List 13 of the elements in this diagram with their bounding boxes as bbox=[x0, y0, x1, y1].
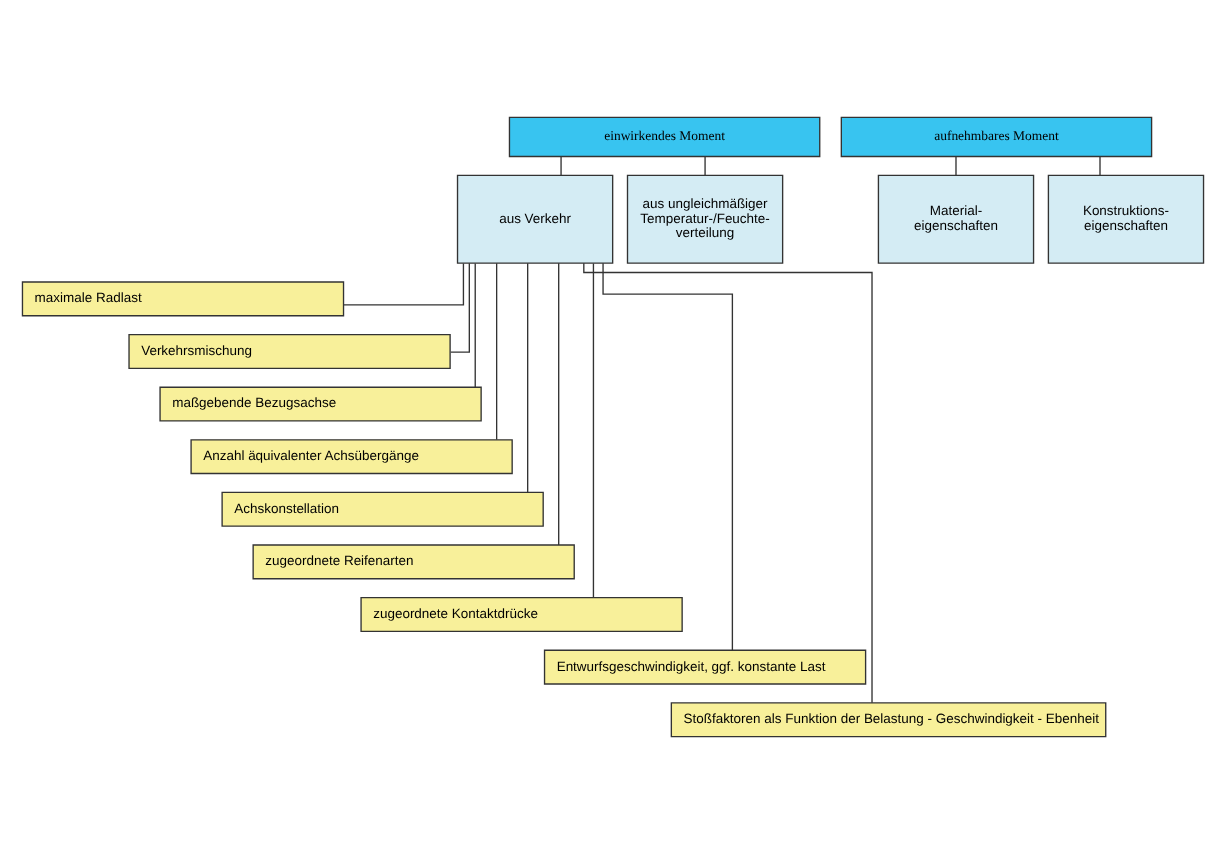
connector bbox=[602, 261, 734, 650]
connector bbox=[1099, 155, 1101, 175]
connector bbox=[583, 261, 873, 703]
connector bbox=[558, 261, 560, 545]
connector bbox=[704, 155, 706, 175]
connector bbox=[560, 155, 562, 175]
connector bbox=[955, 155, 957, 175]
connector bbox=[527, 261, 529, 492]
connector bbox=[495, 261, 498, 440]
connector bbox=[474, 261, 476, 387]
connector bbox=[592, 261, 595, 598]
connector bbox=[450, 261, 470, 352]
connector bbox=[343, 261, 465, 305]
